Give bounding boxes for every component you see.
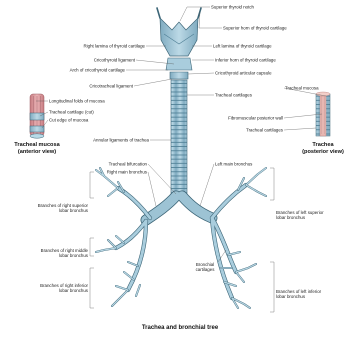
label-superior-horn-thyroid: Superior horn of thyroid cartilage (223, 26, 287, 31)
label-right-lamina-thyroid: Right lamina of thyroid cartilage (84, 44, 146, 49)
label-bronchial-cartilages-line2: cartilages (196, 267, 216, 272)
inset-right-title: Trachea (312, 142, 334, 148)
label-tracheal-cartilages: Tracheal cartilages (215, 93, 253, 98)
label-cut-edge-mucosa: Cut edge of mucosa (49, 118, 89, 123)
label-cricothyroid-articular-capsule: Cricothyroid articular capsule (215, 71, 272, 76)
label-superior-thyroid-notch: Superior thyroid notch (211, 5, 255, 10)
label-cricotracheal-ligament: Cricotracheal ligament (89, 84, 133, 89)
label-left-superior-line2: lobar bronchus (276, 215, 306, 220)
diagram-caption: Trachea and bronchial tree (142, 325, 219, 331)
inset-left-subtitle: (anterior view) (18, 149, 56, 155)
label-tracheal-mucosa: Tracheal mucosa (285, 86, 319, 91)
label-tracheal-cartilages-inset: Tracheal cartilages (246, 128, 284, 133)
label-longitudinal-folds: Longitudinal folds of mucosa (49, 99, 105, 104)
label-right-superior-line2: lobar bronchus (59, 208, 89, 213)
label-left-inferior-line2: lobar bronchus (276, 294, 306, 299)
inset-right-subtitle: (posterior view) (302, 149, 344, 155)
label-fibromuscular-wall: Fibromuscular posterior wall (228, 116, 283, 121)
cricoid-cartilage (166, 58, 192, 79)
label-inferior-horn-thyroid: Inferior horn of thyroid cartilage (215, 58, 276, 63)
label-cricothyroid-ligament: Cricothyroid ligament (94, 58, 136, 63)
trachea (171, 80, 187, 198)
label-tracheal-cartilage-cut: Tracheal cartilage (cut) (49, 110, 94, 115)
label-annular-ligaments: Annular ligaments of trachea (93, 138, 149, 143)
label-left-main-bronchus: Left main bronchus (215, 162, 253, 167)
label-right-middle-line2: lobar bronchus (59, 253, 89, 258)
label-right-inferior-line2: lobar bronchus (59, 288, 89, 293)
label-arch-cricoid: Arch of cricothyroid cartilage (70, 68, 126, 73)
inset-trachea-posterior (316, 92, 330, 136)
label-tracheal-bifurcation: Tracheal bifurcation (109, 162, 148, 167)
thyroid-cartilage (157, 8, 201, 56)
label-right-main-bronchus: Right main bronchus (107, 170, 148, 175)
inset-tracheal-mucosa (30, 94, 44, 138)
label-left-lamina-thyroid: Left lamina of thyroid cartilage (213, 44, 272, 49)
inset-left-title: Tracheal mucosa (14, 142, 60, 148)
